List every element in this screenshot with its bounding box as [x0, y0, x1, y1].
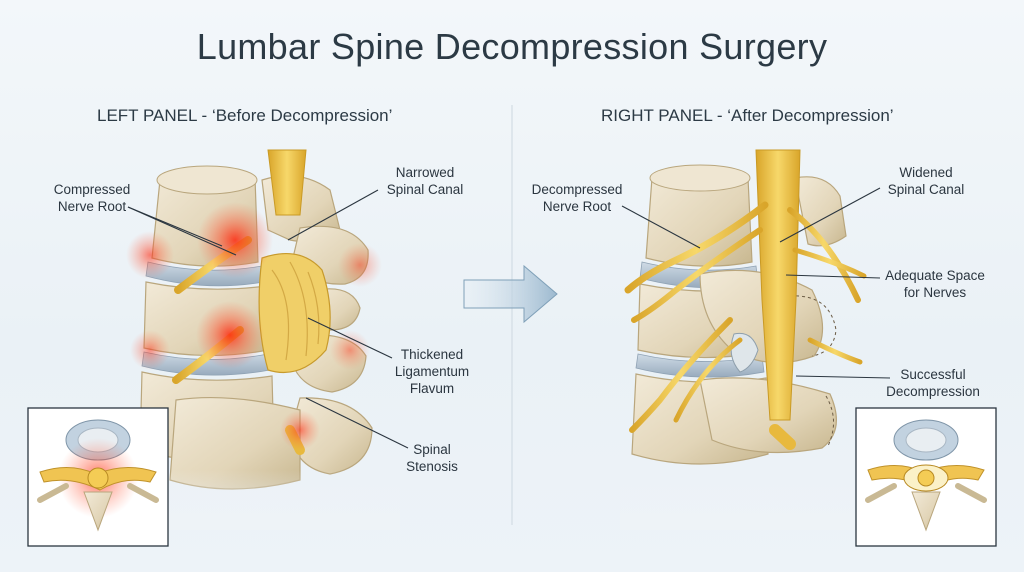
- label-thickened-ligamentum-flavum: Thickened Ligamentum Flavum: [394, 347, 470, 396]
- right-inset: [855, 407, 997, 547]
- label-adequate-space-for-nerves: Adequate Space for Nerves: [885, 268, 985, 300]
- transition-arrow: [463, 264, 558, 324]
- right-spine: [620, 149, 880, 530]
- label-successful-decompression: Successful Decompression: [886, 367, 980, 399]
- page-title: Lumbar Spine Decompression Surgery: [196, 26, 828, 67]
- label-widened-spinal-canal: Widened Spinal Canal: [887, 165, 965, 197]
- label-narrowed-spinal-canal: Narrowed Spinal Canal: [386, 165, 464, 197]
- label-compressed-nerve-root: Compressed Nerve Root: [53, 182, 131, 214]
- label-decompressed-nerve-root: Decompressed Nerve Root: [531, 182, 623, 214]
- left-inset: [27, 407, 169, 547]
- label-spinal-stenosis: Spinal Stenosis: [406, 442, 458, 474]
- left-spine: [126, 149, 400, 530]
- right-leader-lines: [621, 187, 891, 379]
- right-panel-title: RIGHT PANEL - ‘After Decompression’: [601, 106, 894, 125]
- left-leader-lines: [127, 189, 409, 449]
- left-panel-title: LEFT PANEL - ‘Before Decompression’: [97, 106, 393, 125]
